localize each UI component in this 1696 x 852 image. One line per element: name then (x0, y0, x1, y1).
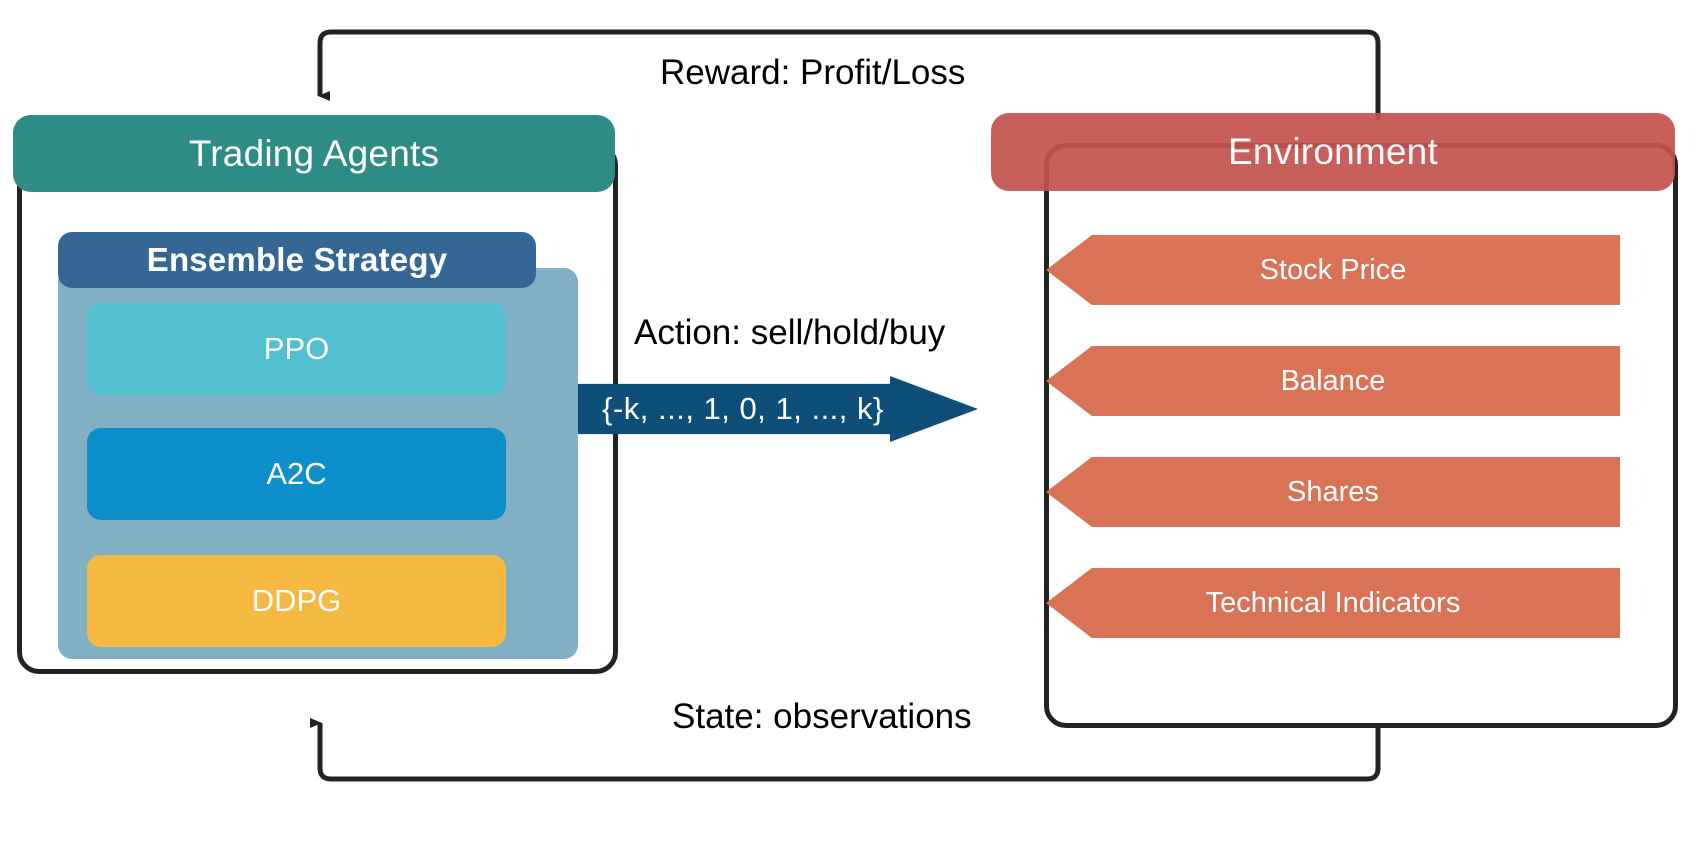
environment-item-shares[interactable]: Shares (1046, 457, 1620, 527)
ensemble-strategy-header: Ensemble Strategy (58, 232, 536, 288)
action-arrow-value-label: {-k, ..., 1, 0, 1, ..., k} (602, 391, 884, 426)
environment-item-technical-indicators[interactable]: Technical Indicators (1046, 568, 1620, 638)
environment-panel (1044, 143, 1678, 728)
environment-item-stock-price[interactable]: Stock Price (1046, 235, 1620, 305)
action-arrow: {-k, ..., 1, 0, 1, ..., k} (578, 376, 978, 442)
action-label: Action: sell/hold/buy (634, 313, 946, 352)
state-label: State: observations (672, 697, 972, 736)
algorithm-a2c[interactable]: A2C (87, 428, 506, 520)
action-arrow-shape (578, 376, 978, 442)
algorithm-ddpg[interactable]: DDPG (87, 555, 506, 647)
environment-item-balance[interactable]: Balance (1046, 346, 1620, 416)
algorithm-ppo[interactable]: PPO (87, 303, 506, 395)
environment-header: Environment (991, 113, 1675, 191)
reward-label: Reward: Profit/Loss (660, 53, 966, 92)
trading-agents-header: Trading Agents (13, 115, 615, 192)
